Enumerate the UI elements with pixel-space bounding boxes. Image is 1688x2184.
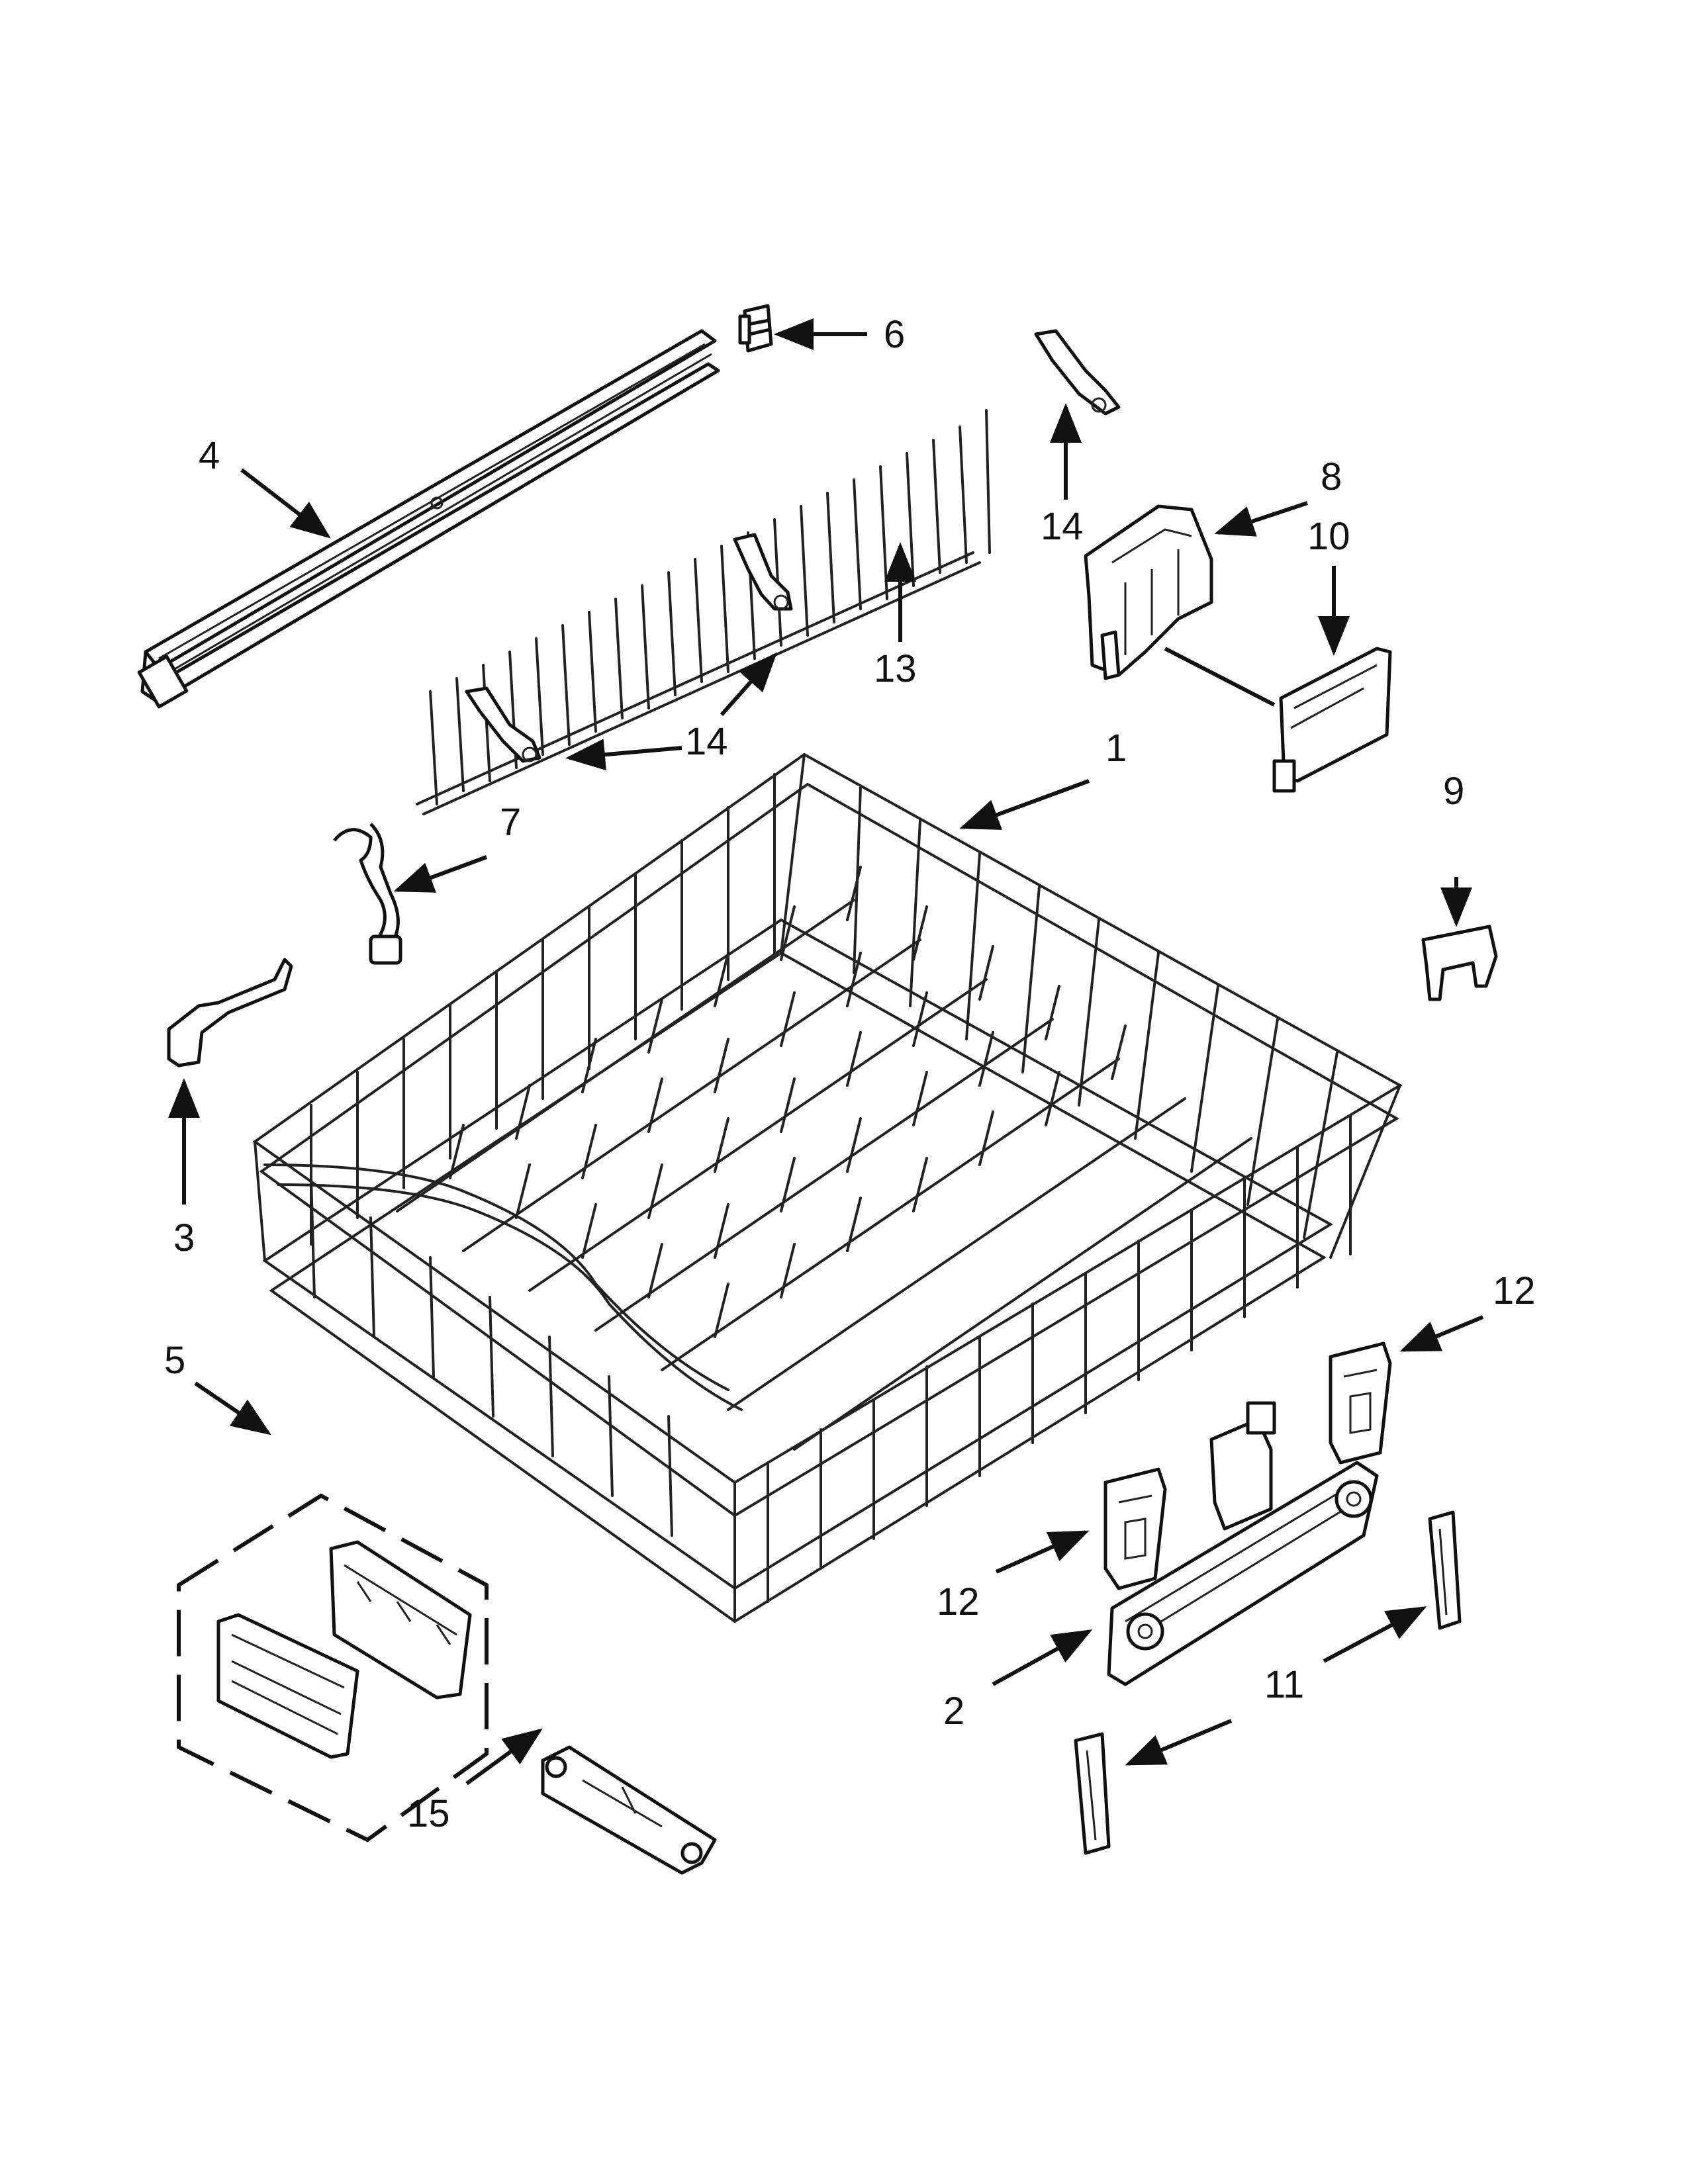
leader-12-right	[1399, 1315, 1484, 1352]
leader-12-left	[995, 1530, 1090, 1574]
leader-7	[393, 855, 488, 893]
part-10-cover	[1272, 647, 1392, 793]
callout-11: 11	[1264, 1663, 1304, 1706]
callout-8: 8	[1321, 455, 1342, 498]
part-13-tine-row	[416, 409, 991, 815]
callout-15: 15	[407, 1792, 450, 1835]
callout-13: 13	[874, 647, 917, 690]
part-4-rack-rail	[137, 329, 720, 709]
part-5-housing	[329, 1540, 472, 1700]
leader-4	[240, 468, 331, 539]
leader-5	[194, 1381, 271, 1435]
callout-10: 10	[1307, 515, 1350, 558]
part-5-cover	[216, 1613, 359, 1759]
part-11-post-left	[1074, 1732, 1111, 1855]
part-1-upper-rack	[252, 752, 1403, 1623]
leader-10-line	[1164, 647, 1276, 707]
leader-11-left	[1125, 1719, 1233, 1766]
part-3-arm	[167, 958, 293, 1068]
part-9-clip	[1421, 925, 1498, 1001]
part-14-clip-upper	[1034, 329, 1121, 416]
callout-12-left: 12	[937, 1580, 980, 1623]
part-8-bracket	[1084, 504, 1213, 680]
leader-1	[959, 779, 1090, 830]
leader-2	[992, 1629, 1093, 1686]
leader-lines	[168, 318, 1484, 1786]
callout-6: 6	[884, 313, 905, 356]
part-6-clip	[738, 304, 773, 353]
part-7-lever	[333, 823, 402, 965]
part-11-post-right	[1428, 1510, 1462, 1630]
callout-9: 9	[1443, 770, 1464, 813]
callout-1: 1	[1105, 727, 1127, 770]
leader-14-left	[565, 739, 682, 771]
part-15-bracket	[541, 1745, 717, 1875]
callout-14-left: 14	[685, 720, 728, 763]
part-5-kit	[177, 1493, 489, 1843]
callout-4: 4	[199, 434, 220, 477]
callout-14-upper: 14	[1041, 505, 1084, 548]
callout-12-right: 12	[1493, 1269, 1536, 1312]
part-12-clip-left	[1103, 1467, 1167, 1590]
callout-labels: 4 6 14 8 10 13 14 1 9 7 3 12 5 12 2 11 1…	[164, 313, 1536, 1835]
part-14-clip-left	[465, 686, 541, 763]
leader-8	[1214, 501, 1308, 537]
callout-5: 5	[164, 1339, 185, 1382]
callout-3: 3	[173, 1216, 195, 1259]
part-12-clip-right	[1329, 1342, 1392, 1465]
callout-7: 7	[500, 801, 521, 844]
callout-2: 2	[943, 1690, 964, 1733]
leader-11-right	[1323, 1606, 1427, 1663]
leader-15	[465, 1728, 543, 1786]
part-2-wheel-track	[1107, 1401, 1379, 1686]
part-14-clip-middle	[733, 533, 793, 611]
leader-14-middle	[720, 652, 777, 716]
